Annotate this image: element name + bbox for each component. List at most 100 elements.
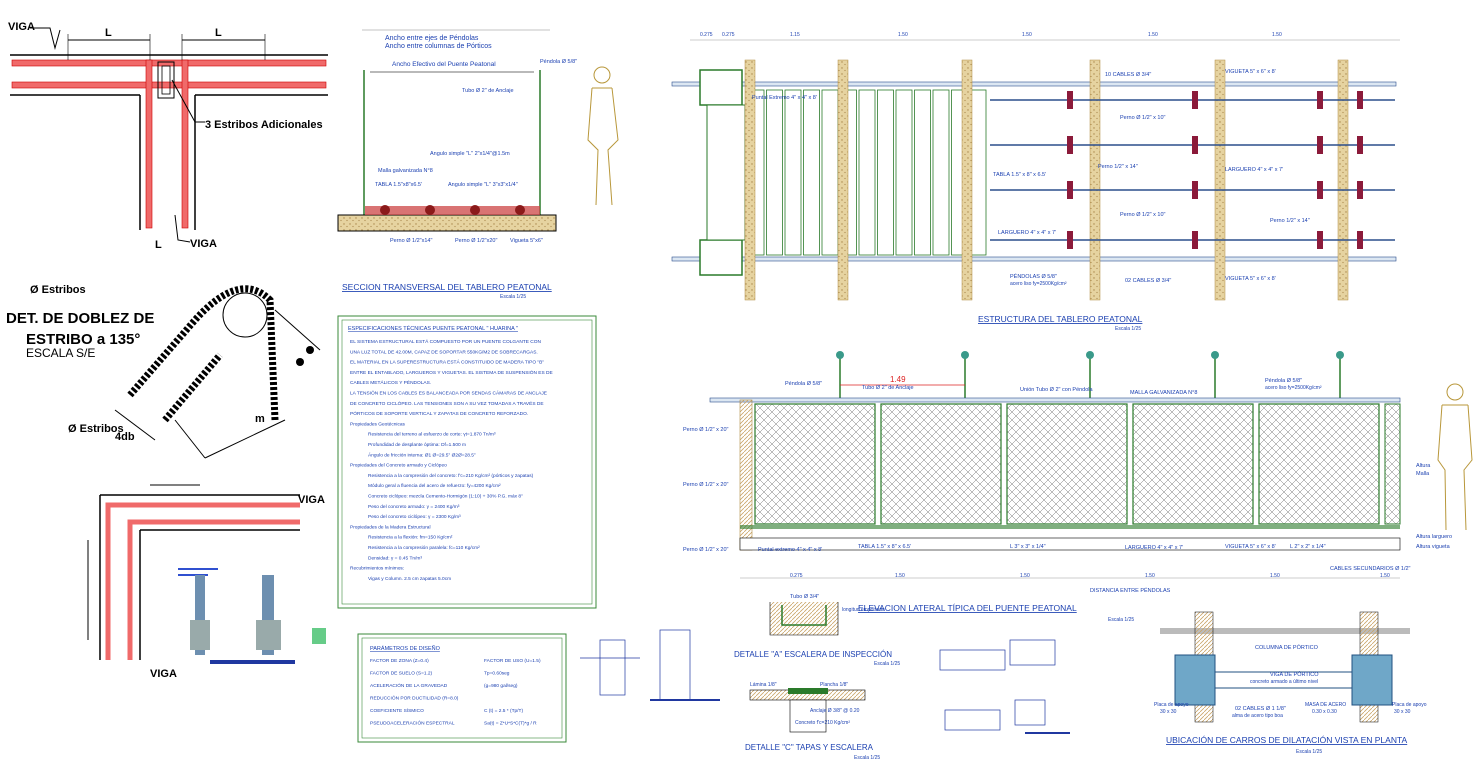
spec-line: UNA LUZ TOTAL DE 42.00M, CAPAZ DE SOPORT… (350, 349, 538, 355)
ts-perno2: Perno Ø 1/2"x20" (455, 238, 497, 244)
detail-c-label4: Concreto f'c=210 Kg/cm² (795, 720, 850, 726)
pendola-top-icon (1211, 351, 1219, 359)
ts-perno1: Perno Ø 1/2"x14" (390, 238, 432, 244)
elev-puntal: Puntal extremo 4" x 4" x 8' (758, 547, 822, 553)
perno-clamp-icon (1192, 181, 1198, 199)
param-value: Tp=0.60seg (484, 671, 510, 677)
perno-clamp-icon (1317, 231, 1323, 249)
hook-scale: ESCALA S/E (26, 346, 95, 360)
elev-union: Unión Tubo Ø 2" con Péndola (1020, 387, 1094, 393)
spec-line: EL SISTEMA ESTRUCTURAL ESTÁ COMPUESTO PO… (350, 338, 541, 345)
plan-vigueta-bottom: VIGUETA 5" x 6" x 8' (1225, 276, 1276, 282)
carr-placa-right: Placa de apoyo (1392, 702, 1427, 708)
elev-perno-a: Perno Ø 1/2" x 20" (683, 427, 729, 433)
person-figure-icon (1437, 383, 1473, 531)
mesh-panel (1258, 403, 1380, 525)
stirrup-hook-detail: Ø Estribos DET. DE DOBLEZ DE ESTRIBO a 1… (6, 284, 321, 459)
carr-masa: MASA DE ACERO (1305, 702, 1346, 708)
elev-larguero: LARGUERO 4" x 4" x 7' (1125, 545, 1183, 551)
elev-title: ELEVACION LATERAL TÍPICA DEL PUENTE PEAT… (858, 603, 1077, 613)
carr-viga: VIGA DE PÓRTICO (1270, 671, 1319, 678)
spec-line: Densidad: γ = 0.45 Tn/m³ (368, 555, 422, 561)
spec-line: Concreto ciclópeo: mezcla Cemento-Hormig… (368, 494, 523, 500)
hook-title-line1: DET. DE DOBLEZ DE (6, 310, 154, 327)
carr-cables: 02 CABLES Ø 1 1/8" (1235, 706, 1286, 712)
ts-vigueta: Vigueta 5"x6" (510, 238, 543, 244)
lateral-elevation: 1.49 Péndola Ø 5/8" Tubo Ø 2" de Anclaje… (683, 351, 1473, 623)
plan-pendolas: PÉNDOLAS Ø 5/8" (1010, 273, 1057, 280)
mesh-panel (1384, 403, 1401, 525)
params-heading: PARÁMETROS DE DISEÑO (370, 645, 441, 652)
mesh-panel (880, 403, 1002, 525)
beam-viga-bottom-label: VIGA (190, 238, 217, 250)
carr-columna: COLUMNA DE PÓRTICO (1255, 644, 1319, 651)
plan-top-dim-label: 1.50 (1148, 32, 1158, 38)
plan-perno4: Perno 1/2" x 14" (1270, 218, 1310, 224)
spec-line: CABLES METÁLICOS Y PÉNDOLAS. (350, 379, 431, 386)
param-value: C (t) = 2.5 * (Tp/T) (484, 708, 523, 714)
elev-pendola2-sub: acero liso fy=2500Kg/cm² (1265, 385, 1322, 391)
plan-perno2: Perno 1/2" x 14" (1098, 164, 1138, 170)
detail-a-title: DETALLE "A" ESCALERA DE INSPECCIÓN (734, 650, 892, 659)
elev-perno-c: Perno Ø 1/2" x 20" (683, 547, 729, 553)
ts-top-line1: Ancho entre ejes de Péndolas (385, 35, 479, 42)
spec-line: Vigas y Column. 2.5 cm zapatas 5.0cm (368, 576, 451, 582)
plan-title: ESTRUCTURA DEL TABLERO PEATONAL (978, 314, 1143, 324)
carr-scale: Escala 1/25 (1296, 749, 1322, 755)
elev-bottom-dim-label: 1.50 (895, 573, 905, 579)
spec-line: Resistencia a la compresión del concreto… (368, 473, 534, 479)
spec-line: DE CONCRETO CICLÓPEO. LAS TENSIONES SON … (350, 400, 544, 407)
perno-clamp-icon (1357, 136, 1363, 154)
param-label: PSEUDOACELERACIÓN ESPECTRAL (370, 720, 455, 727)
spec-line: Profundidad de desplante óptima: Df=1.50… (368, 442, 466, 448)
small-details-center (580, 629, 1070, 734)
elev-tubo: Tubo Ø 2" de Anclaje (862, 385, 914, 391)
deck-board (821, 89, 839, 256)
hook-title-line2: ESTRIBO a 135° (26, 331, 140, 348)
detail-c-covers: Lámina 1/8" Plancha 1/8" Anclaje Ø 3/8" … (745, 682, 880, 761)
carr-viga-sub: concreto armado a último nivel (1250, 679, 1318, 685)
detail-c-label3: Anclaje Ø 3/8" @ 0.20 (810, 708, 860, 714)
vigueta-post (1337, 59, 1349, 301)
carr-title: UBICACIÓN DE CARROS DE DILATACIÓN VISTA … (1166, 735, 1408, 745)
ts-top-line2: Ancho entre columnas de Pórticos (385, 43, 492, 50)
plan-top-dim-label: 1.50 (1272, 32, 1282, 38)
deck-board (932, 89, 950, 256)
spec-line: Propiedades Geotécnicas (350, 421, 406, 427)
beam-extra-stirrups-label: 3 Estribos Adicionales (205, 119, 323, 131)
detail-a-inspection-ladder: Tubo Ø 3/4" longitud empotrada DETALLE "… (734, 594, 900, 667)
param-label: FACTOR DE SUELO (S=1.2) (370, 671, 433, 677)
perno-clamp-icon (1192, 231, 1198, 249)
deck-board (858, 89, 876, 256)
deck-board (895, 89, 913, 256)
perno-clamp-icon (1067, 181, 1073, 199)
elev-cables-sec: CABLES SECUNDARIOS Ø 1/2" (1330, 566, 1411, 572)
plan-cables-bottom: 02 CABLES Ø 3/4" (1125, 278, 1171, 284)
perno-clamp-icon (1357, 231, 1363, 249)
plan-puntal: Puntal Extremo 4" x 4" x 8' (752, 95, 817, 101)
perno-clamp-icon (1317, 181, 1323, 199)
elev-pendola2: Péndola Ø 5/8" (1265, 378, 1302, 384)
deck-board (969, 89, 987, 256)
elev-bottom-dim-label: 0.275 (790, 573, 803, 579)
elev-vigueta: VIGUETA 5" x 6" x 8' (1225, 544, 1276, 550)
deck-board (803, 89, 820, 256)
pendola-top-icon (961, 351, 969, 359)
carr-masa-sub: 0.30 x 0.30 (1312, 709, 1337, 715)
elev-altura-malla-2: Malla (1416, 471, 1430, 477)
elev-bottom-dim-label: 1.50 (1270, 573, 1280, 579)
elev-l22: L 2" x 2" x 1/4" (1290, 544, 1326, 550)
spec-line: Resistencia a la flexión: fm=150 Kg/cm² (368, 535, 453, 541)
hook-m: m (255, 413, 265, 425)
plan-larguero1: LARGUERO 4" x 4" x 7' (1225, 167, 1283, 173)
spec-line: Resistencia a la compresión paralela: fc… (368, 545, 480, 551)
perno-clamp-icon (1192, 136, 1198, 154)
plan-top-dim-label: 0.275 (722, 32, 735, 38)
plan-pendolas-sub: acero liso fy=2500Kg/cm² (1010, 281, 1067, 287)
beam-dim-l-bottom: L (155, 239, 162, 251)
perno-clamp-icon (1067, 136, 1073, 154)
elev-bottom-dim-label: 1.50 (1380, 573, 1390, 579)
detail-a-scale: Escala 1/25 (874, 661, 900, 667)
